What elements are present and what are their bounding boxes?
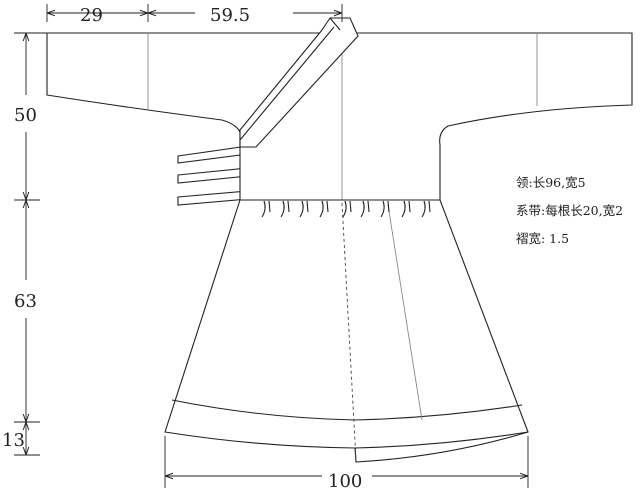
dimension-labels: 29 59.5 50 63 13 100 [2,5,362,491]
skirt [164,199,529,463]
collar-top-fold [329,17,341,31]
cuff-width-label: 29 [80,5,103,26]
dimension-lines [14,4,529,488]
hem-width-label: 100 [328,471,362,491]
skirt-height-label: 63 [14,291,37,312]
pleat-mark [280,200,290,218]
collar-band [239,17,359,148]
upper-height-label: 50 [14,105,37,126]
pleat-mark [299,200,309,218]
tie-1 [177,145,249,164]
front-overlap-edge [354,431,529,463]
tie-2 [177,167,249,184]
tie-3 [177,190,249,206]
pleat-mark [261,200,271,218]
overlap-fold-line [341,202,357,461]
note-pleat: 褶宽: 1.5 [516,231,569,246]
collar-inner-edge [239,26,335,141]
pleat-mark [360,200,370,218]
pleat-mark [421,200,431,218]
pleat-mark [319,200,329,218]
skirt-panel [164,199,529,449]
ties [177,145,249,206]
pleat-mark [342,200,352,218]
bodice-and-sleeves [46,32,633,201]
note-collar: 领:长96,宽5 [516,175,586,190]
pleat-marks [261,200,431,218]
pleat-mark [380,200,390,218]
note-ties: 系带:每根长20,宽2 [516,203,623,218]
bodice [46,17,633,201]
pleat-mark [401,200,411,218]
band-height-label: 13 [2,430,25,451]
hem-band-line [171,399,523,421]
notes: 领:长96,宽5 系带:每根长20,宽2 褶宽: 1.5 [516,175,623,246]
panel-guide-line [387,204,423,421]
sleeve-length-label: 59.5 [210,5,250,26]
